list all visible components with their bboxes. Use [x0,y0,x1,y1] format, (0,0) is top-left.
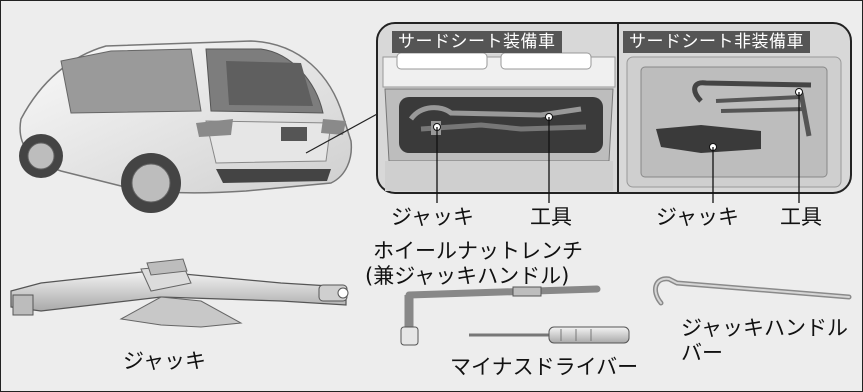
tag-without-third-row: サードシート非装備車 [623,31,810,53]
label-tools-right: 工具 [780,205,822,229]
jack-handle-bar-illustration [652,276,852,306]
scissor-jack-illustration [10,258,349,328]
screwdriver-illustration [469,326,630,344]
car-illustration [19,40,353,213]
label-lug-wrench: ホイールナットレンチ [373,239,583,263]
lug-wrench-illustration [400,285,601,346]
cargo-inset [376,22,852,203]
label-lug-wrench-note: (兼ジャッキハンドル) [365,264,570,288]
label-screwdriver: マイナスドライバー [450,355,639,379]
label-jack-handle-bar: ジャッキハンドル [681,316,848,340]
label-jack: ジャッキ [123,349,206,373]
panel-with-third-row [382,52,616,191]
callout-line [305,112,380,154]
label-jack-left: ジャッキ [391,205,474,229]
label-tools-left: 工具 [530,205,572,229]
label-jack-right: ジャッキ [656,205,739,229]
panel-without-third-row [626,56,842,188]
tag-with-third-row: サードシート装備車 [392,31,562,53]
label-jack-handle-bar-2: バー [681,341,723,365]
